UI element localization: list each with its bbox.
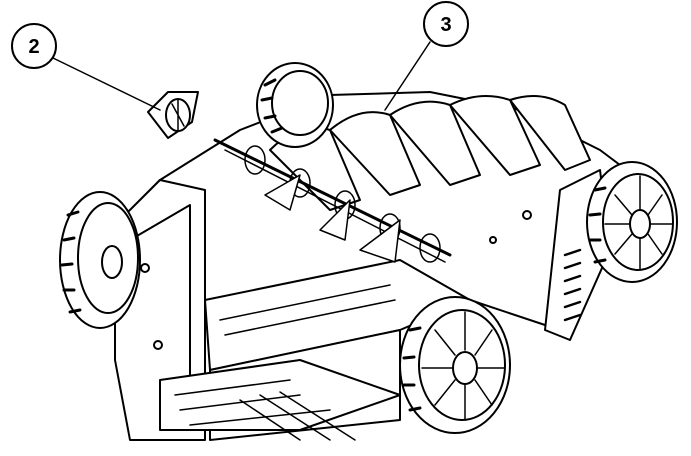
leader-line-2 (52, 57, 161, 111)
wheel-rear-right (586, 161, 678, 283)
callout-2-label: 2 (28, 36, 39, 58)
callout-3: 3 (423, 1, 469, 47)
robot-chassis (114, 91, 641, 441)
callout-2: 2 (11, 23, 57, 69)
detached-part-wheel-cap (147, 91, 199, 139)
wheel-front-right (399, 296, 511, 434)
leader-line-3 (384, 41, 431, 111)
wheel-rear-left (256, 62, 334, 148)
callout-3-label: 3 (440, 14, 451, 36)
wheel-front-left (59, 191, 141, 329)
